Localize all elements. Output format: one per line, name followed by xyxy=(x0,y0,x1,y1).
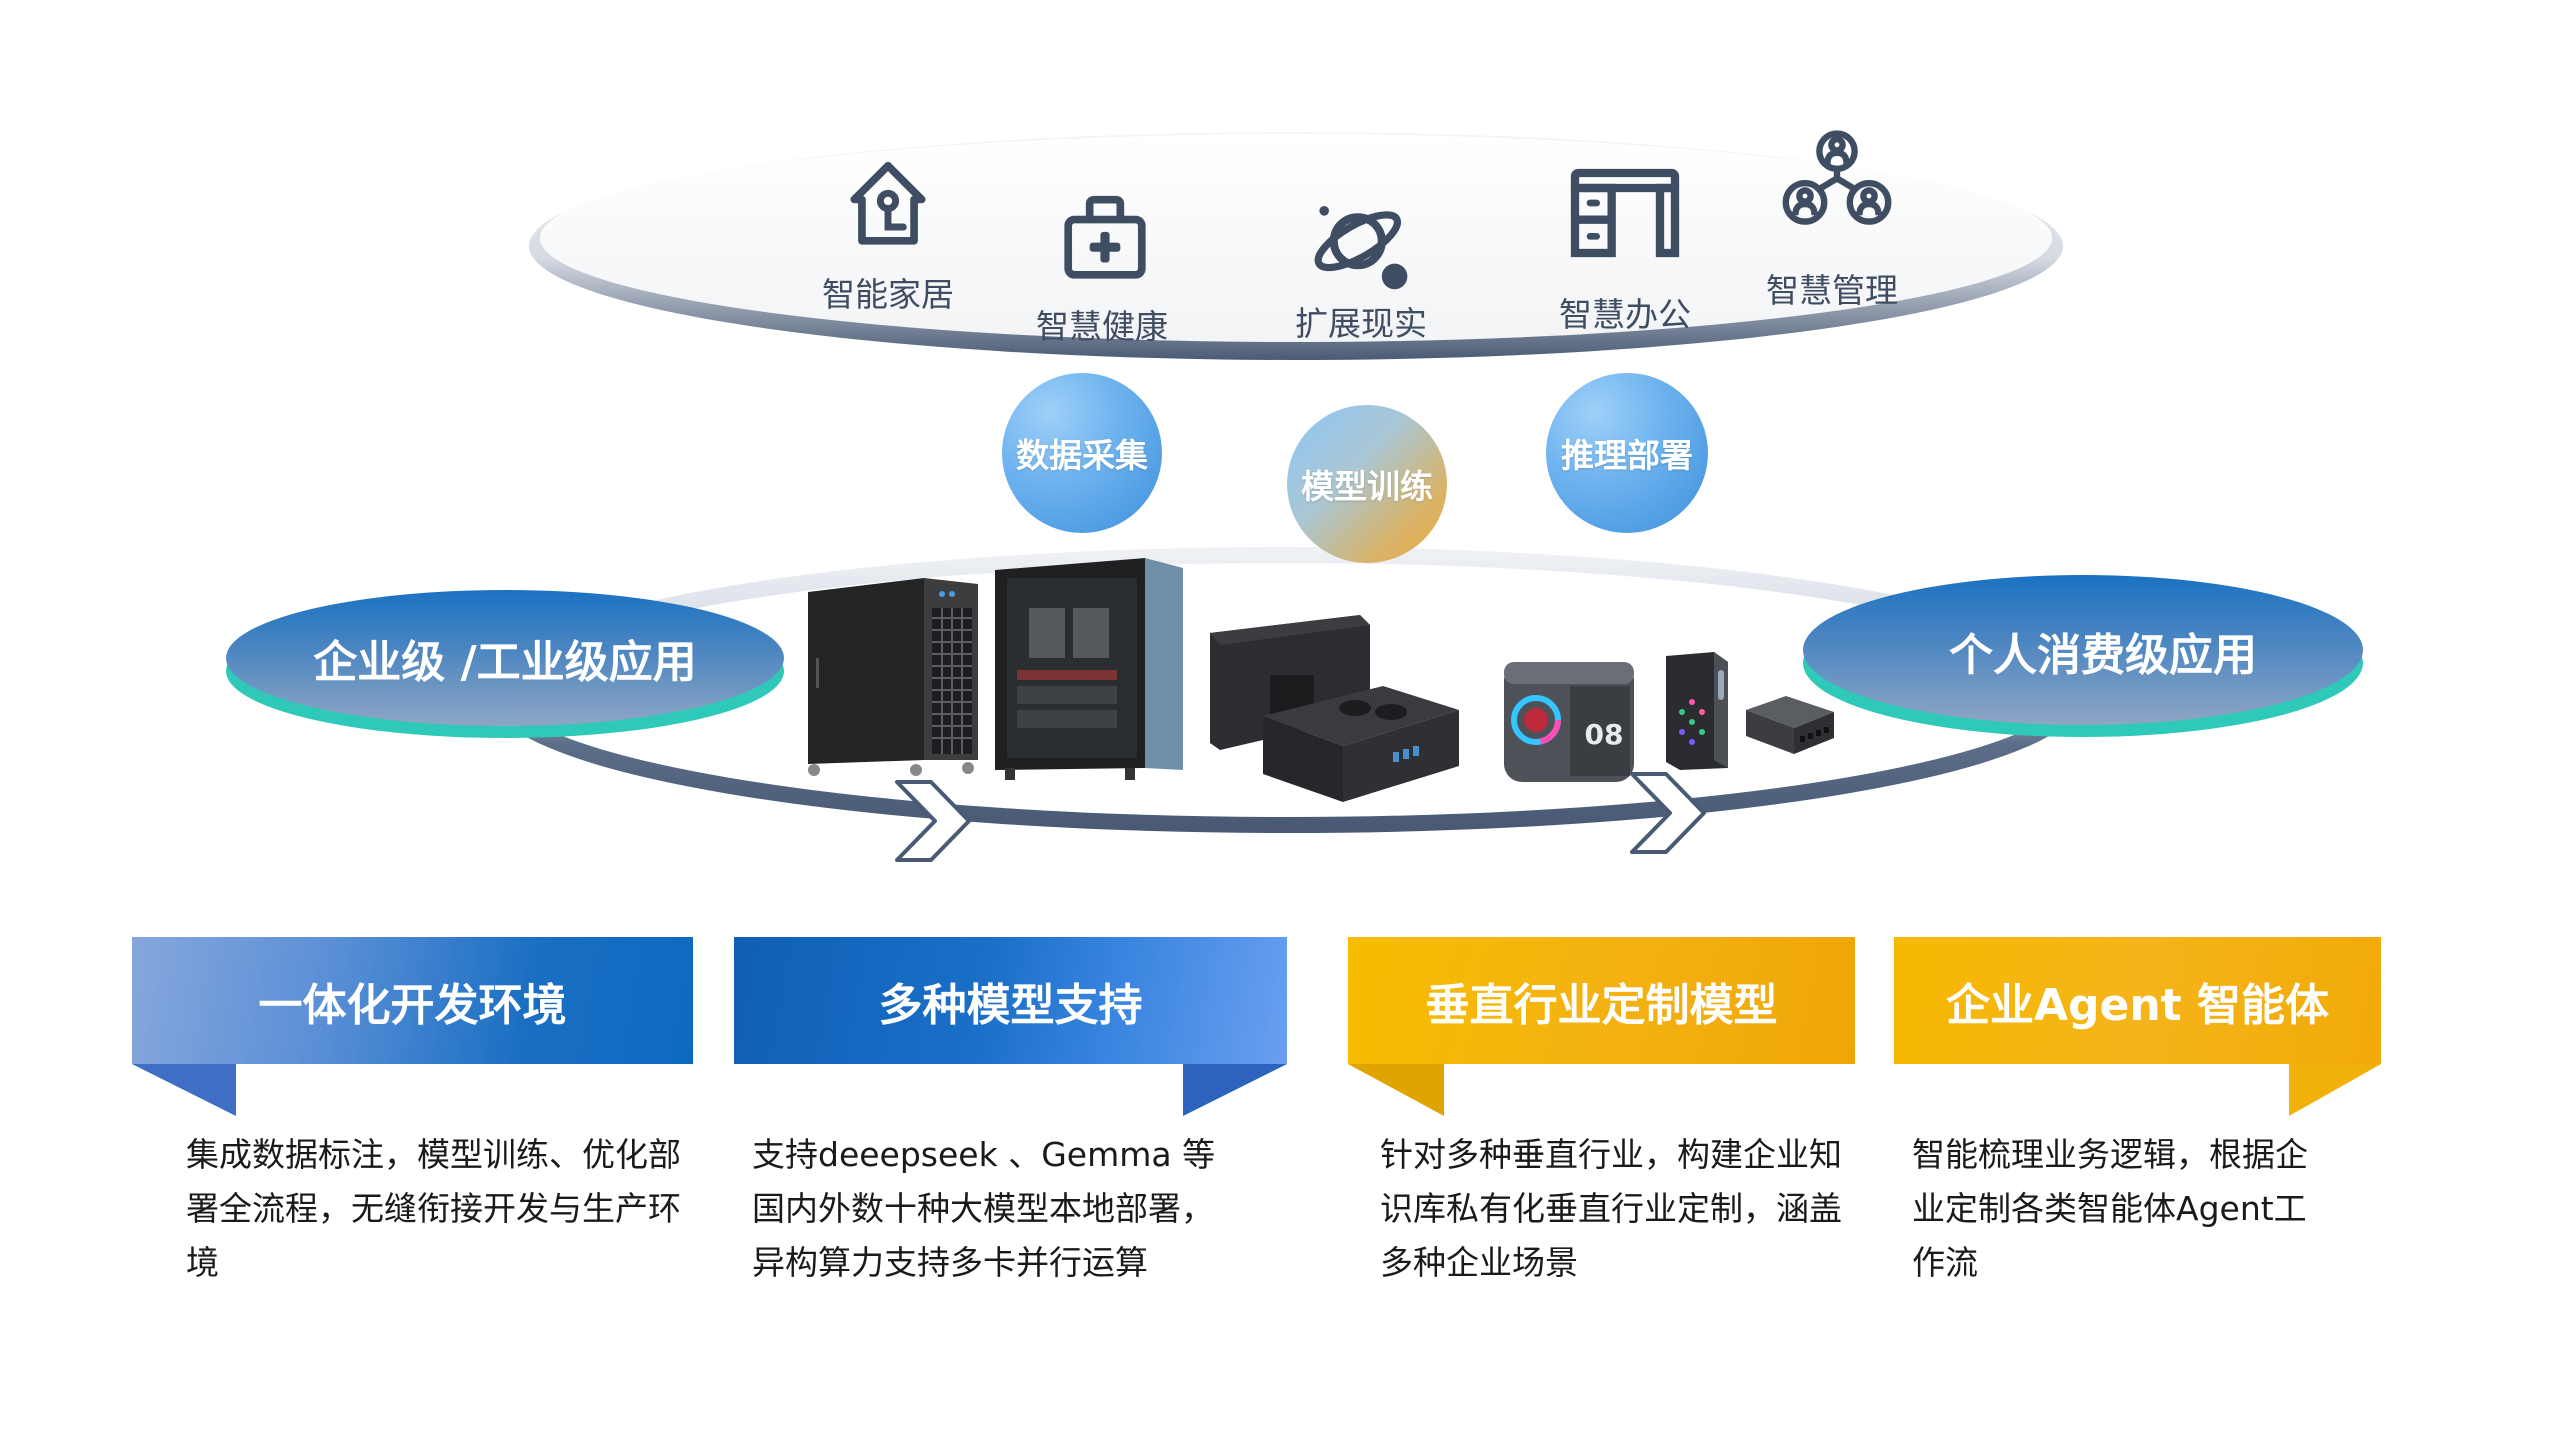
feature-card-vertical-models: 垂直行业定制模型 xyxy=(1348,937,1855,1137)
disc-face: 企业级 /工业级应用 xyxy=(226,590,784,726)
tower-server-image xyxy=(808,578,978,776)
description-line: 署全流程，无缝衔接开发与生产环 xyxy=(186,1189,681,1228)
app-label-smart-management: 智慧管理 xyxy=(1766,271,1898,310)
banner-bar: 企业Agent 智能体 xyxy=(1894,937,2381,1064)
app-label-smart-health: 智慧健康 xyxy=(1036,307,1168,346)
description-line: 支持deeepseek 、Gemma 等 xyxy=(752,1135,1216,1174)
feature-card-enterprise-agent: 企业Agent 智能体 xyxy=(1894,937,2381,1137)
feature-description-dev-environment: 集成数据标注，模型训练、优化部 署全流程，无缝衔接开发与生产环 境 xyxy=(186,1128,681,1290)
step-data-collection: 数据采集 xyxy=(1002,373,1162,533)
feature-title: 一体化开发环境 xyxy=(258,979,567,1031)
feature-card-model-support: 多种模型支持 xyxy=(734,937,1287,1137)
disc-face: 个人消费级应用 xyxy=(1803,575,2363,725)
medical-kit-icon xyxy=(1055,192,1155,288)
enterprise-tier-disc: 企业级 /工业级应用 xyxy=(226,590,784,738)
description-line: 针对多种垂直行业，构建企业知 xyxy=(1380,1135,1842,1174)
workstation-image xyxy=(995,558,1183,780)
feature-title: 多种模型支持 xyxy=(878,979,1143,1031)
slim-mini-pc-image xyxy=(1666,652,1728,770)
description-line: 业定制各类智能体Agent工 xyxy=(1912,1189,2307,1228)
step-inference-deployment: 推理部署 xyxy=(1546,373,1708,533)
consumer-tier-disc: 个人消费级应用 xyxy=(1803,575,2363,737)
description-line: 国内外数十种大模型本地部署， xyxy=(752,1189,1214,1228)
nuc-mini-pc-image xyxy=(1746,696,1834,754)
svg-text:08: 08 xyxy=(1585,718,1624,751)
banner-bar: 垂直行业定制模型 xyxy=(1348,937,1855,1064)
feature-card-dev-environment: 一体化开发环境 xyxy=(132,937,693,1137)
app-label-extended-reality: 扩展现实 xyxy=(1295,304,1427,343)
consumer-tier-label: 个人消费级应用 xyxy=(1949,630,2257,681)
feature-description-enterprise-agent: 智能梳理业务逻辑，根据企 业定制各类智能体Agent工 作流 xyxy=(1912,1128,2308,1290)
banner-bar: 一体化开发环境 xyxy=(132,937,693,1064)
description-line: 作流 xyxy=(1912,1243,1978,1282)
banner-fold xyxy=(1348,1064,1444,1116)
banner-fold xyxy=(2289,1064,2381,1116)
feature-description-vertical-models: 针对多种垂直行业，构建企业知 识库私有化垂直行业定制，涵盖 多种企业场景 xyxy=(1380,1128,1842,1290)
description-line: 异构算力支持多卡并行运算 xyxy=(752,1243,1148,1282)
office-desk-icon xyxy=(1570,168,1680,262)
team-management-icon xyxy=(1781,128,1893,236)
description-line: 智能梳理业务逻辑，根据企 xyxy=(1912,1135,2308,1174)
banner-fold xyxy=(132,1064,236,1116)
description-line: 境 xyxy=(186,1243,219,1282)
fan-box-pc-image xyxy=(1263,686,1459,802)
chevron-right-icon xyxy=(895,780,971,862)
feature-title: 企业Agent 智能体 xyxy=(1945,979,2330,1031)
banner-fold xyxy=(1183,1064,1287,1116)
description-line: 多种企业场景 xyxy=(1380,1243,1578,1282)
feature-description-model-support: 支持deeepseek 、Gemma 等 国内外数十种大模型本地部署， 异构算力… xyxy=(752,1128,1215,1290)
banner-bar: 多种模型支持 xyxy=(734,937,1287,1064)
description-line: 集成数据标注，模型训练、优化部 xyxy=(186,1135,681,1174)
app-label-smart-home: 智能家居 xyxy=(822,275,954,314)
app-label-smart-office: 智慧办公 xyxy=(1559,295,1691,334)
smart-home-icon xyxy=(842,158,934,254)
step-model-training: 模型训练 xyxy=(1287,405,1447,563)
description-line: 识库私有化垂直行业定制，涵盖 xyxy=(1380,1189,1842,1228)
feature-title: 垂直行业定制模型 xyxy=(1425,979,1778,1031)
step-label: 模型训练 xyxy=(1301,467,1433,506)
chevron-right-icon xyxy=(1630,772,1706,854)
gaming-mini-pc-image: 08 xyxy=(1504,662,1634,782)
step-label: 推理部署 xyxy=(1561,436,1693,475)
step-label: 数据采集 xyxy=(1016,436,1148,475)
planet-icon xyxy=(1305,196,1417,300)
enterprise-tier-label: 企业级 /工业级应用 xyxy=(313,637,697,688)
